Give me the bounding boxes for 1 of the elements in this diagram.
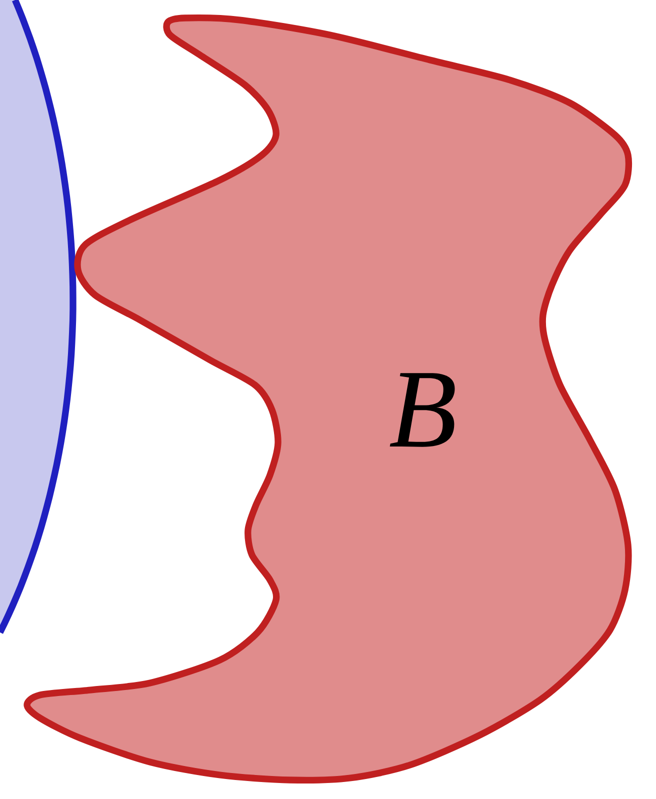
ellipse bbox=[0, 0, 76, 634]
